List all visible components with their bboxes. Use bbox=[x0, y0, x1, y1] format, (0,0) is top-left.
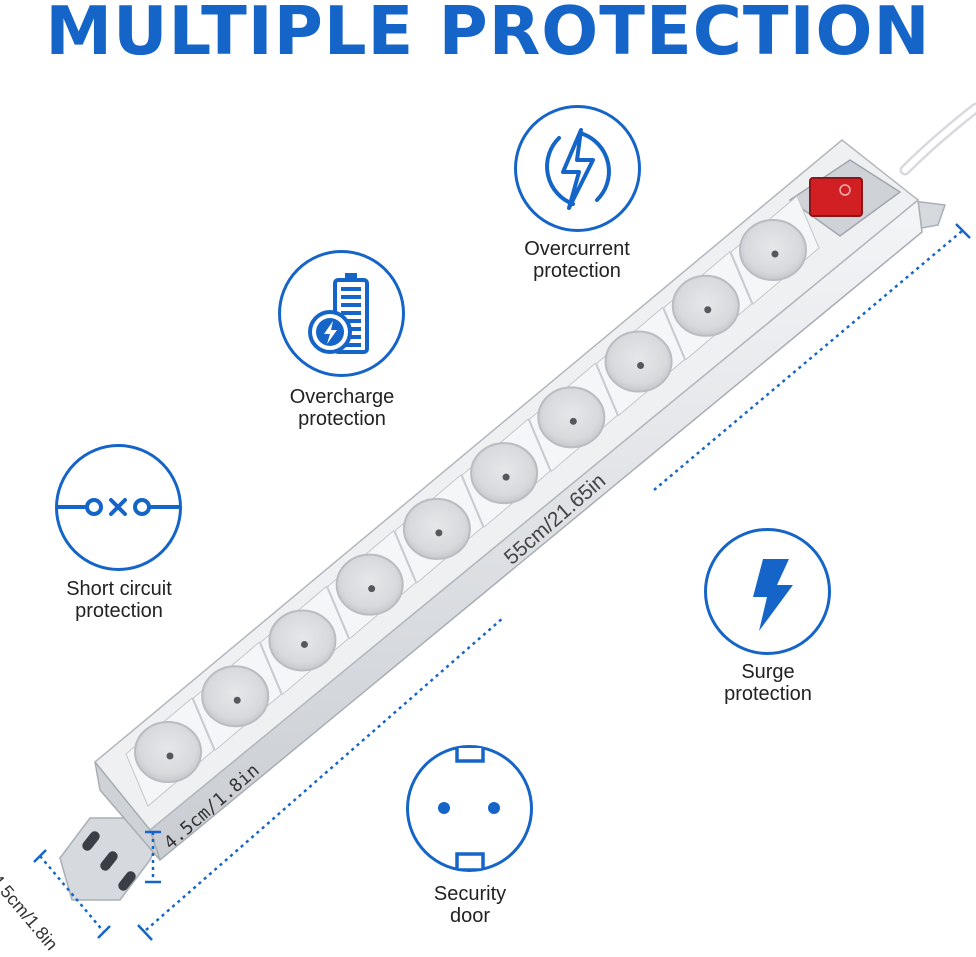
lightning-circle-icon bbox=[545, 128, 611, 210]
width-dimension-line bbox=[33, 849, 111, 939]
height-dimension-line bbox=[145, 830, 161, 884]
lightning-bolt-icon bbox=[753, 559, 793, 631]
outlet bbox=[595, 306, 686, 417]
outlet bbox=[327, 529, 417, 640]
short-circuit-ring bbox=[55, 444, 182, 571]
length-dimension-line bbox=[137, 223, 971, 941]
overcharge-ring bbox=[278, 250, 405, 377]
overcurrent-ring bbox=[514, 105, 641, 232]
overcharge-label: Overcharge protection bbox=[242, 386, 442, 430]
page-title: MULTIPLE PROTECTION bbox=[45, 0, 931, 70]
socket-outlet-icon bbox=[438, 743, 500, 872]
short-circuit-icon bbox=[58, 498, 179, 516]
overcurrent-line2: protection bbox=[533, 260, 621, 282]
security-door-label: Security door bbox=[370, 883, 570, 927]
security-door-ring bbox=[406, 743, 533, 872]
outlet bbox=[125, 697, 215, 807]
outlet bbox=[528, 362, 618, 473]
security-door-line1: Security bbox=[433, 883, 507, 905]
outlet bbox=[730, 195, 820, 305]
short-circuit-label: Short circuit protection bbox=[19, 578, 219, 622]
outlet bbox=[192, 641, 282, 752]
outlet bbox=[259, 585, 350, 696]
power-switch bbox=[788, 159, 902, 237]
outlet bbox=[461, 418, 551, 528]
outlet bbox=[663, 250, 753, 361]
battery-charge-icon bbox=[308, 273, 369, 354]
overcurrent-line1: Overcurrent bbox=[524, 238, 630, 260]
surge-line2: protection bbox=[724, 683, 812, 705]
overcharge-line2: protection bbox=[298, 408, 386, 430]
outlets-group bbox=[125, 195, 820, 807]
overcharge-line1: Overcharge bbox=[289, 386, 395, 408]
outlet bbox=[394, 474, 484, 584]
short-circuit-line2: protection bbox=[75, 600, 163, 622]
surge-line1: Surge bbox=[741, 661, 795, 683]
surge-ring bbox=[704, 528, 831, 655]
surge-label: Surge protection bbox=[668, 661, 868, 705]
overcurrent-label: Overcurrent protection bbox=[477, 238, 677, 282]
security-door-line2: door bbox=[449, 905, 491, 927]
short-circuit-line1: Short circuit bbox=[66, 578, 172, 600]
